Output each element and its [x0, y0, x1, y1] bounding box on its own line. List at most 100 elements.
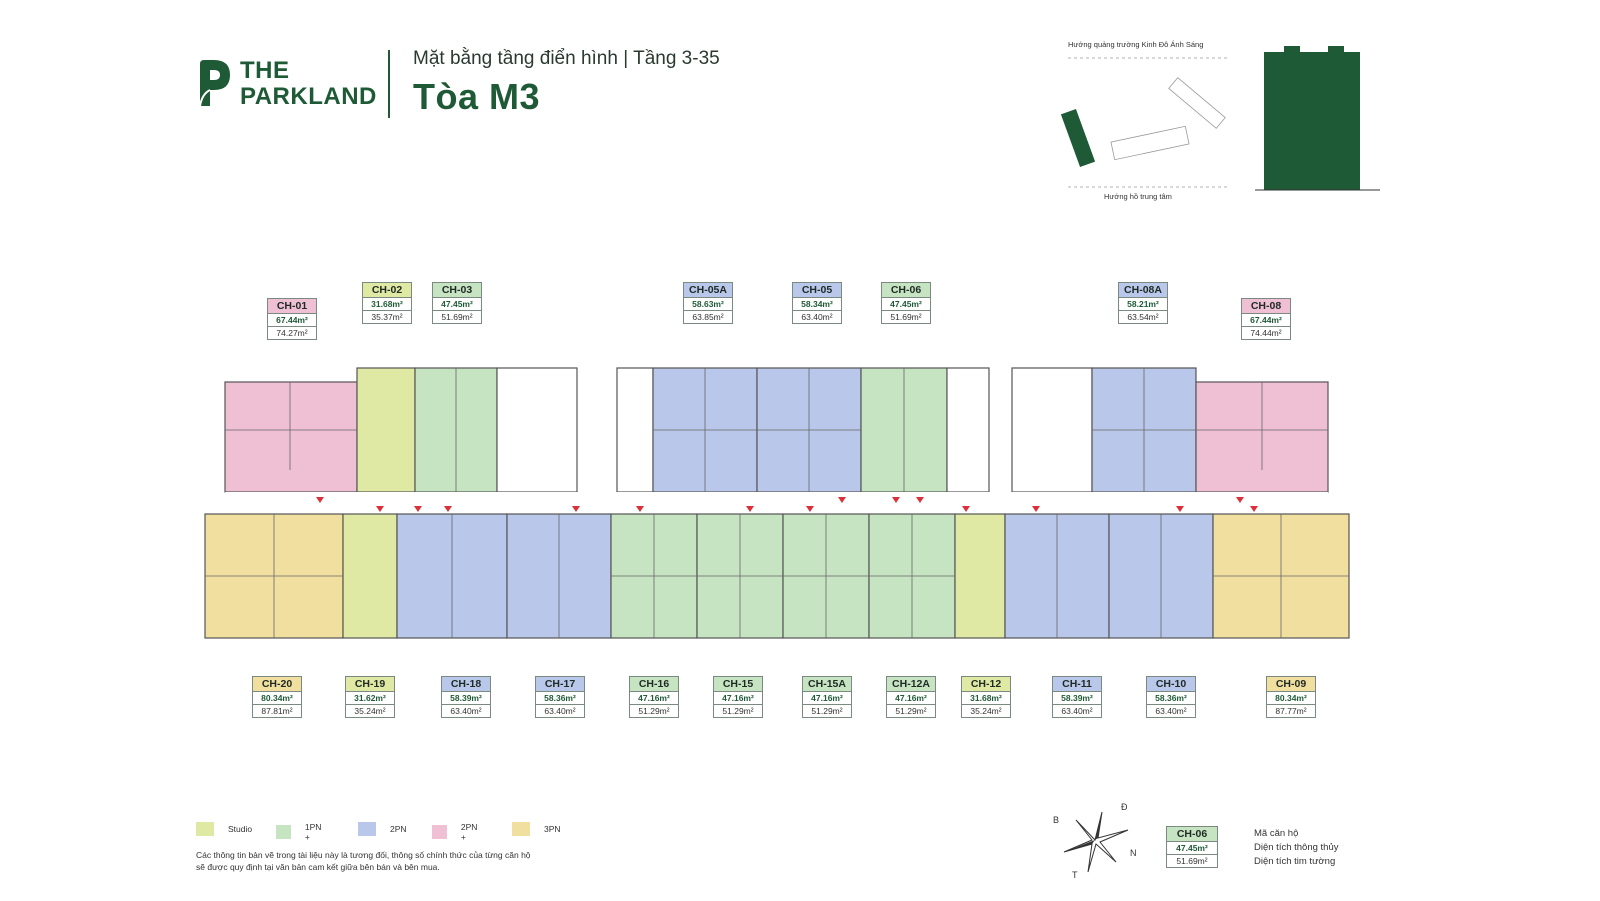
unit-code: CH-08	[1241, 298, 1291, 314]
legend-label: 2PN +	[460, 822, 478, 842]
compass-icon: B Đ N T	[1053, 802, 1137, 880]
unit-net-area: 47.16m²	[802, 692, 852, 705]
unit-tag-ch-12a[interactable]: CH-12A 47.16m² 51.29m²	[886, 676, 936, 718]
page-title: Tòa M3	[413, 76, 541, 117]
unit-net-area: 58.36m²	[1146, 692, 1196, 705]
disclaimer-line-2: sẽ được quy định tại văn bản cam kết giữ…	[196, 862, 440, 872]
unit-gross-area: 63.40m²	[441, 705, 491, 718]
unit-gross-area: 51.29m²	[629, 705, 679, 718]
info-label-net-area: Diện tích thông thủy	[1254, 842, 1339, 853]
unit-net-area: 47.16m²	[629, 692, 679, 705]
bottom-row-units	[204, 513, 1350, 639]
unit-net-area: 58.34m²	[792, 298, 842, 311]
unit-code: CH-15A	[802, 676, 852, 692]
unit-tag-ch-11[interactable]: CH-11 58.39m² 63.40m²	[1052, 676, 1102, 718]
unit-tag-ch-05[interactable]: CH-05 58.34m² 63.40m²	[792, 282, 842, 324]
unit-code: CH-16	[629, 676, 679, 692]
legend-swatch	[432, 825, 447, 839]
unit-gross-area: 35.24m²	[961, 705, 1011, 718]
unit-net-area: 67.44m²	[1241, 314, 1291, 327]
unit-gross-area: 87.77m²	[1266, 705, 1316, 718]
unit-net-area: 58.39m²	[441, 692, 491, 705]
unit-code: CH-02	[362, 282, 412, 298]
unit-tag-ch-05a[interactable]: CH-05A 58.63m² 63.85m²	[683, 282, 733, 324]
unit-gross-area: 51.29m²	[713, 705, 763, 718]
unit-code: CH-10	[1146, 676, 1196, 692]
unit-tag-ch-10[interactable]: CH-10 58.36m² 63.40m²	[1146, 676, 1196, 718]
unit-tag-ch-08a[interactable]: CH-08A 58.21m² 63.54m²	[1118, 282, 1168, 324]
unit-tag-ch-09[interactable]: CH-09 80.34m² 87.77m²	[1266, 676, 1316, 718]
unit-net-area: 58.36m²	[535, 692, 585, 705]
compass-north: N	[1130, 848, 1137, 858]
top-row-units	[224, 367, 1329, 493]
unit-code: CH-05A	[683, 282, 733, 298]
unit-gross-area: 35.37m²	[362, 311, 412, 324]
unit-tag-ch-15[interactable]: CH-15 47.16m² 51.29m²	[713, 676, 763, 718]
unit-tag-ch-03[interactable]: CH-03 47.45m² 51.69m²	[432, 282, 482, 324]
unit-net-area: 58.21m²	[1118, 298, 1168, 311]
unit-code: CH-09	[1266, 676, 1316, 692]
unit-gross-area: 51.29m²	[886, 705, 936, 718]
unit-gross-area: 63.85m²	[683, 311, 733, 324]
unit-tag-ch-12[interactable]: CH-12 31.68m² 35.24m²	[961, 676, 1011, 718]
unit-gross-area: 51.69m²	[881, 311, 931, 324]
info-key-labels: Mã căn hộ Diện tích thông thủy Diện tích…	[1254, 827, 1339, 869]
unit-gross-area: 87.81m²	[252, 705, 302, 718]
info-key-code: CH-06	[1166, 826, 1218, 842]
entry-markers	[316, 497, 1258, 512]
info-key-gross-area: 51.69m²	[1166, 855, 1218, 868]
unit-code: CH-12	[961, 676, 1011, 692]
unit-code: CH-01	[267, 298, 317, 314]
disclaimer-note: Các thông tin bản vẽ trong tài liệu này …	[196, 849, 556, 873]
brand-divider	[388, 50, 390, 118]
unit-net-area: 47.45m²	[881, 298, 931, 311]
unit-net-area: 47.16m²	[713, 692, 763, 705]
brand-line-1: THE	[240, 57, 290, 84]
info-label-code: Mã căn hộ	[1254, 828, 1299, 839]
unit-tag-ch-19[interactable]: CH-19 31.62m² 35.24m²	[345, 676, 395, 718]
unit-tag-ch-16[interactable]: CH-16 47.16m² 51.29m²	[629, 676, 679, 718]
unit-tag-ch-15a[interactable]: CH-15A 47.16m² 51.29m²	[802, 676, 852, 718]
info-label-gross-area: Diện tích tim tường	[1254, 856, 1336, 867]
disclaimer-line-1: Các thông tin bản vẽ trong tài liệu này …	[196, 850, 531, 860]
brand-name: THE PARKLAND	[240, 58, 377, 110]
unit-tag-ch-08[interactable]: CH-08 67.44m² 74.44m²	[1241, 298, 1291, 340]
unit-net-area: 31.68m²	[362, 298, 412, 311]
legend-label: 3PN	[544, 824, 561, 834]
unit-gross-area: 74.44m²	[1241, 327, 1291, 340]
unit-net-area: 58.39m²	[1052, 692, 1102, 705]
page-subtitle: Mặt bằng tầng điển hình | Tầng 3-35	[413, 48, 720, 69]
unit-tag-ch-02[interactable]: CH-02 31.68m² 35.37m²	[362, 282, 412, 324]
unit-tag-ch-20[interactable]: CH-20 80.34m² 87.81m²	[252, 676, 302, 718]
unit-gross-area: 35.24m²	[345, 705, 395, 718]
unit-tag-ch-18[interactable]: CH-18 58.39m² 63.40m²	[441, 676, 491, 718]
unit-tag-ch-01[interactable]: CH-01 67.44m² 74.27m²	[267, 298, 317, 340]
unit-gross-area: 51.69m²	[432, 311, 482, 324]
legend-label: 2PN	[390, 824, 407, 834]
keyplan-bottom-label: Hướng hồ trung tâm	[1104, 192, 1172, 201]
legend-item-3pn: 3PN	[512, 822, 561, 836]
unit-net-area: 67.44m²	[267, 314, 317, 327]
info-key-tag: CH-06 47.45m² 51.69m²	[1166, 826, 1218, 868]
unit-gross-area: 63.40m²	[792, 311, 842, 324]
unit-code: CH-20	[252, 676, 302, 692]
legend-swatch	[196, 822, 214, 836]
legend-swatch	[512, 822, 530, 836]
unit-tag-ch-06[interactable]: CH-06 47.45m² 51.69m²	[881, 282, 931, 324]
legend-item-1pn-plus: 1PN +	[276, 822, 325, 842]
compass-west: B	[1053, 815, 1059, 825]
unit-gross-area: 51.29m²	[802, 705, 852, 718]
unit-code: CH-19	[345, 676, 395, 692]
unit-tag-ch-17[interactable]: CH-17 58.36m² 63.40m²	[535, 676, 585, 718]
brand-logo: THE PARKLAND	[196, 50, 390, 118]
unit-code: CH-11	[1052, 676, 1102, 692]
legend-label: Studio	[228, 824, 253, 834]
unit-gross-area: 63.54m²	[1118, 311, 1168, 324]
unit-code: CH-17	[535, 676, 585, 692]
unit-net-area: 47.45m²	[432, 298, 482, 311]
unit-gross-area: 63.40m²	[1052, 705, 1102, 718]
compass-south: T	[1072, 870, 1078, 880]
unit-code: CH-05	[792, 282, 842, 298]
unit-code: CH-18	[441, 676, 491, 692]
